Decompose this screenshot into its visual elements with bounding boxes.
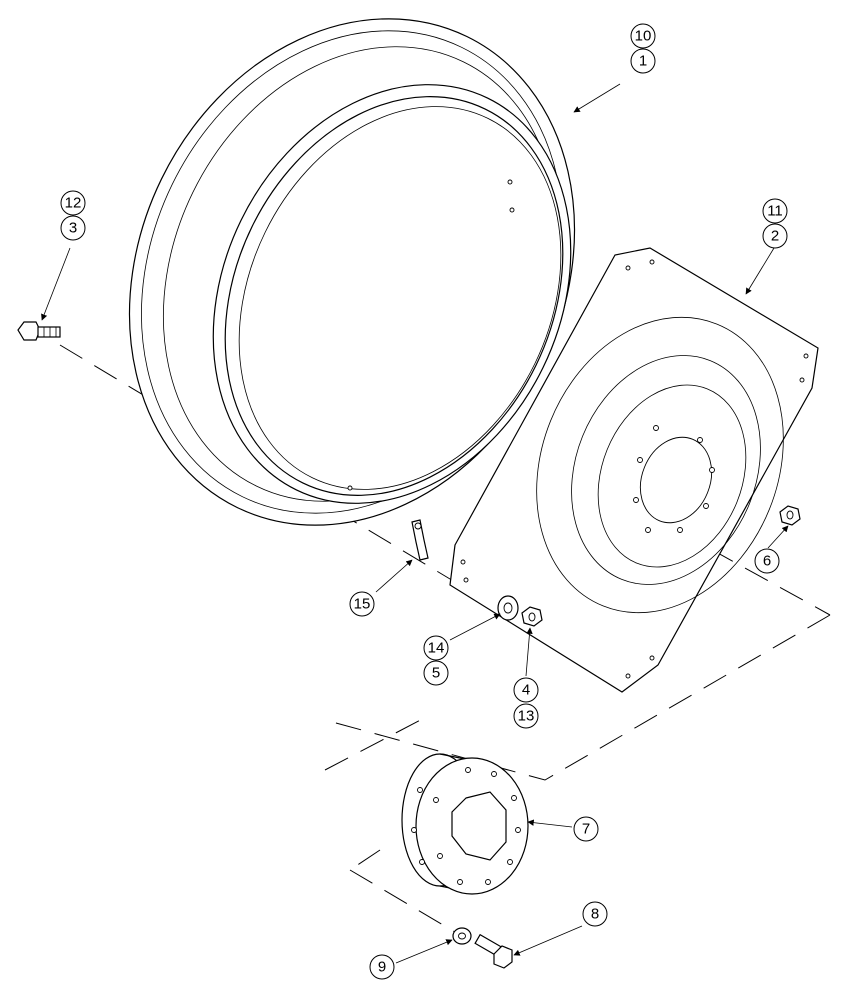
callout-10: 10: [630, 23, 656, 49]
svg-text:3: 3: [69, 220, 77, 237]
washer: [497, 595, 519, 621]
callout-11: 11: [762, 198, 788, 224]
callout-4: 4: [513, 677, 539, 703]
svg-text:1: 1: [639, 53, 647, 70]
washer-9: [452, 927, 472, 945]
callout-14: 14: [423, 635, 449, 661]
callout-7: 7: [573, 816, 599, 842]
svg-text:15: 15: [354, 596, 371, 613]
svg-text:5: 5: [432, 665, 440, 682]
svg-text:11: 11: [767, 203, 783, 220]
clamp: [411, 519, 429, 561]
callout-13: 13: [513, 703, 539, 729]
svg-text:13: 13: [518, 708, 535, 725]
nut-4: [521, 606, 543, 627]
svg-text:12: 12: [65, 195, 82, 212]
hub-bolt: [474, 933, 513, 969]
svg-text:8: 8: [591, 906, 599, 923]
callout-9: 9: [369, 954, 395, 980]
svg-text:10: 10: [635, 28, 652, 45]
callout-8: 8: [582, 901, 608, 927]
nut-6: [779, 505, 801, 526]
callout-5: 5: [423, 660, 449, 686]
svg-text:2: 2: [771, 228, 779, 245]
callout-12: 12: [60, 190, 86, 216]
svg-text:6: 6: [763, 553, 771, 570]
svg-text:9: 9: [378, 959, 386, 976]
svg-text:4: 4: [522, 682, 530, 699]
wheel-disc-plate: [449, 247, 819, 693]
wheel-rim: [128, 18, 576, 526]
callout-15: 15: [349, 591, 375, 617]
callout-3: 3: [60, 215, 86, 241]
callout-2: 2: [762, 223, 788, 249]
callout-6: 6: [754, 548, 780, 574]
wheel-hub: [401, 753, 529, 895]
svg-text:7: 7: [582, 821, 590, 838]
leader-lines: [41, 83, 789, 964]
rim-bolt: [17, 321, 61, 341]
callout-1: 1: [630, 48, 656, 74]
svg-text:14: 14: [428, 640, 445, 657]
